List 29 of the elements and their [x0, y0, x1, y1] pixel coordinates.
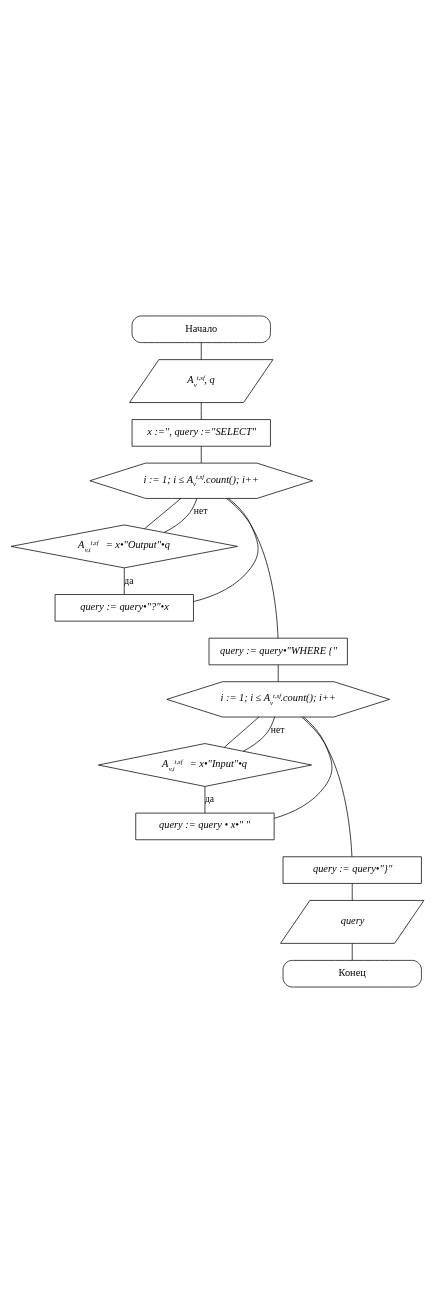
- connector: [277, 664, 279, 682]
- connector: [223, 716, 260, 748]
- node-box: query := query•"WHERE {": [208, 637, 348, 666]
- node-diamond: A$_{v,i}$$^{t,sf}$ = x•"Output"•q: [10, 524, 238, 569]
- connector: [123, 567, 125, 595]
- node-box: Конец: [282, 960, 422, 988]
- edge-label: да: [124, 574, 134, 586]
- connector: [301, 716, 353, 858]
- connector: [226, 498, 279, 639]
- node-box: x :='', query :="SELECT": [131, 419, 271, 447]
- edge-label: нет: [193, 505, 208, 517]
- node-box: query := query•"?"•x: [54, 594, 194, 622]
- node-box: Начало: [131, 315, 271, 343]
- connector: [204, 786, 206, 814]
- connector: [351, 943, 353, 961]
- connector: [200, 342, 202, 360]
- connector: [273, 716, 333, 819]
- connector: [200, 402, 202, 420]
- node-diamond: A$_{v,i}$$^{t,sf}$ = x•"Input"•q: [98, 743, 312, 787]
- edge-label: нет: [270, 723, 285, 735]
- connector: [243, 716, 276, 752]
- edge-label: да: [204, 793, 215, 805]
- connector: [200, 445, 202, 464]
- connector: [351, 883, 353, 901]
- connector: [163, 498, 198, 533]
- connector: [144, 498, 182, 530]
- node-box: query := query • x•" ": [135, 812, 275, 841]
- connector: [193, 498, 259, 602]
- node-box: query := query•"}": [282, 856, 422, 884]
